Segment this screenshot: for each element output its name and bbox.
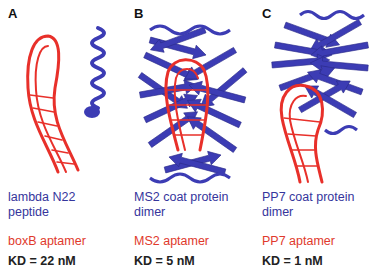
aptamer-label: boxB aptamer bbox=[8, 234, 123, 249]
kd-value: KD = 5 nM bbox=[134, 254, 249, 269]
ms2-rna bbox=[166, 60, 208, 150]
protein-label: MS2 coat protein dimer bbox=[134, 190, 234, 220]
kd-value: KD = 22 nM bbox=[8, 254, 123, 269]
panel-letter: A bbox=[8, 6, 28, 21]
ms2-coat-protein bbox=[136, 23, 250, 182]
pp7-rna bbox=[281, 85, 322, 182]
panel-letter: B bbox=[134, 6, 154, 21]
aptamer-label: MS2 aptamer bbox=[134, 234, 249, 249]
pp7-coat-protein bbox=[271, 12, 369, 134]
boxb-rna bbox=[28, 36, 78, 172]
protein-label: PP7 coat protein dimer bbox=[262, 190, 362, 220]
aptamer-label: PP7 aptamer bbox=[262, 234, 372, 249]
kd-value: KD = 1 nM bbox=[262, 254, 372, 269]
protein-label: lambda N22 peptide bbox=[8, 190, 108, 220]
n22-peptide-helix bbox=[84, 28, 104, 118]
panel-letter: C bbox=[262, 6, 282, 21]
